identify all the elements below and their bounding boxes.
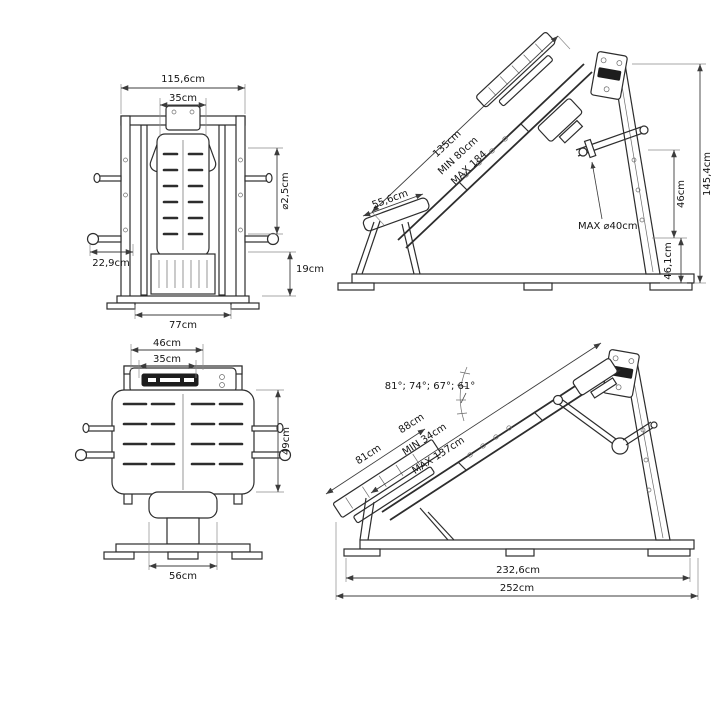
view-side-top: 135cm MIN 80cm MAX 184 55,6cm MAX ⌀40cm … bbox=[337, 32, 713, 291]
right-foot bbox=[230, 302, 260, 310]
view-side-bottom: 81°; 74°; 67°; 61° 88cm MIN 34cm MAX 137… bbox=[325, 342, 699, 600]
column-bracket bbox=[590, 51, 628, 100]
front-bottom-machine bbox=[74, 365, 292, 560]
dim-top-width-label: 46cm bbox=[153, 338, 181, 349]
back-pad-slots bbox=[122, 402, 244, 466]
right-inner-post bbox=[218, 124, 226, 296]
mid-foot bbox=[523, 282, 553, 291]
dim-board-length-label: 81cm bbox=[354, 443, 383, 467]
dim-lower-height-label: 46,1cm bbox=[663, 242, 674, 280]
rail-inner bbox=[405, 71, 593, 249]
carriage bbox=[537, 98, 584, 144]
dim-handle-width-label: 22,9cm bbox=[92, 258, 130, 269]
weight-horns bbox=[86, 232, 280, 246]
front-bottom-dimensions: 46cm 35cm 49cm 56cm bbox=[130, 338, 292, 582]
mid-foot bbox=[505, 548, 535, 557]
weight-horn-side bbox=[575, 125, 649, 159]
dim-base-width-label: 77cm bbox=[169, 320, 197, 331]
head-plate bbox=[165, 105, 201, 131]
seat-pad bbox=[148, 491, 218, 519]
dim-plate-max-label: MAX ⌀40cm bbox=[578, 221, 637, 232]
center-foot bbox=[167, 551, 199, 560]
front-top-machine bbox=[86, 105, 280, 310]
dim-hole-diameter-label: ⌀2,5cm bbox=[280, 172, 291, 209]
right-post bbox=[235, 115, 246, 299]
view-front-top: 115,6cm 35cm ⌀2,5cm 22,9cm 19cm 77cm bbox=[86, 74, 324, 331]
right-foot bbox=[231, 551, 263, 560]
dim-travel-label: 88cm bbox=[397, 412, 426, 436]
base-beam bbox=[351, 273, 695, 284]
side-top-machine bbox=[337, 32, 695, 291]
front-foot bbox=[337, 282, 375, 291]
upper-handles bbox=[93, 172, 273, 184]
dim-inner-width-label: 35cm bbox=[169, 93, 197, 104]
rear-foot bbox=[649, 282, 693, 291]
left-foot bbox=[106, 302, 136, 310]
front-foot bbox=[343, 548, 381, 557]
platform-slats bbox=[158, 260, 208, 288]
plate-stop bbox=[583, 138, 597, 159]
back-pad-side bbox=[476, 32, 556, 108]
base-bar bbox=[116, 295, 250, 304]
left-inner-post bbox=[140, 124, 148, 296]
dim-total-length-label: 252cm bbox=[500, 583, 534, 594]
dim-total-width-label: 115,6cm bbox=[161, 74, 205, 85]
dim-angles-label: 81°; 74°; 67°; 61° bbox=[385, 381, 476, 392]
dim-seat-width-label: 56cm bbox=[169, 571, 197, 582]
backrest-slots bbox=[162, 152, 204, 236]
rear-foot bbox=[647, 548, 691, 557]
base-bar bbox=[115, 543, 251, 553]
view-front-bottom: 46cm 35cm 49cm 56cm bbox=[74, 338, 292, 582]
front-top-dimensions: 115,6cm 35cm ⌀2,5cm 22,9cm 19cm 77cm bbox=[89, 74, 324, 331]
left-foot bbox=[103, 551, 135, 560]
brand-plate bbox=[597, 67, 622, 81]
dim-foot-height-label: 19cm bbox=[296, 264, 324, 275]
angle-arc bbox=[456, 366, 471, 422]
seat-support bbox=[166, 517, 200, 545]
dim-pad-height-label: 49cm bbox=[281, 427, 292, 455]
left-post bbox=[120, 115, 131, 299]
dim-base-length-label: 232,6cm bbox=[496, 565, 540, 576]
dim-upper-height-label: 46cm bbox=[676, 180, 687, 208]
dim-total-height-label: 145,4cm bbox=[702, 152, 713, 196]
base-beam bbox=[359, 539, 695, 550]
dim-inner-width-label: 35cm bbox=[153, 354, 181, 365]
